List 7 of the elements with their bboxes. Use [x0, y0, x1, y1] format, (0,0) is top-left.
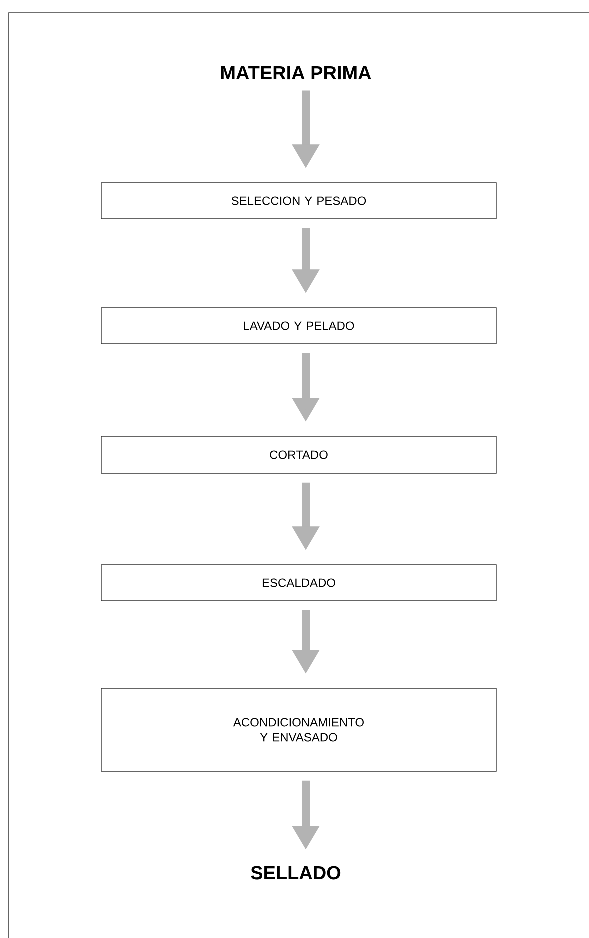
process-box: ESCALDADO [101, 564, 497, 602]
process-box: CORTADO [101, 436, 497, 474]
process-box: LAVADO Y PELADO [101, 308, 497, 344]
process-box: SELECCION Y PESADO [101, 182, 497, 220]
process-box: ACONDICIONAMIENTO Y ENVASADO [101, 688, 497, 772]
step-heading: SELLADO [251, 866, 341, 880]
step-heading: MATERIA PRIMA [221, 66, 372, 80]
